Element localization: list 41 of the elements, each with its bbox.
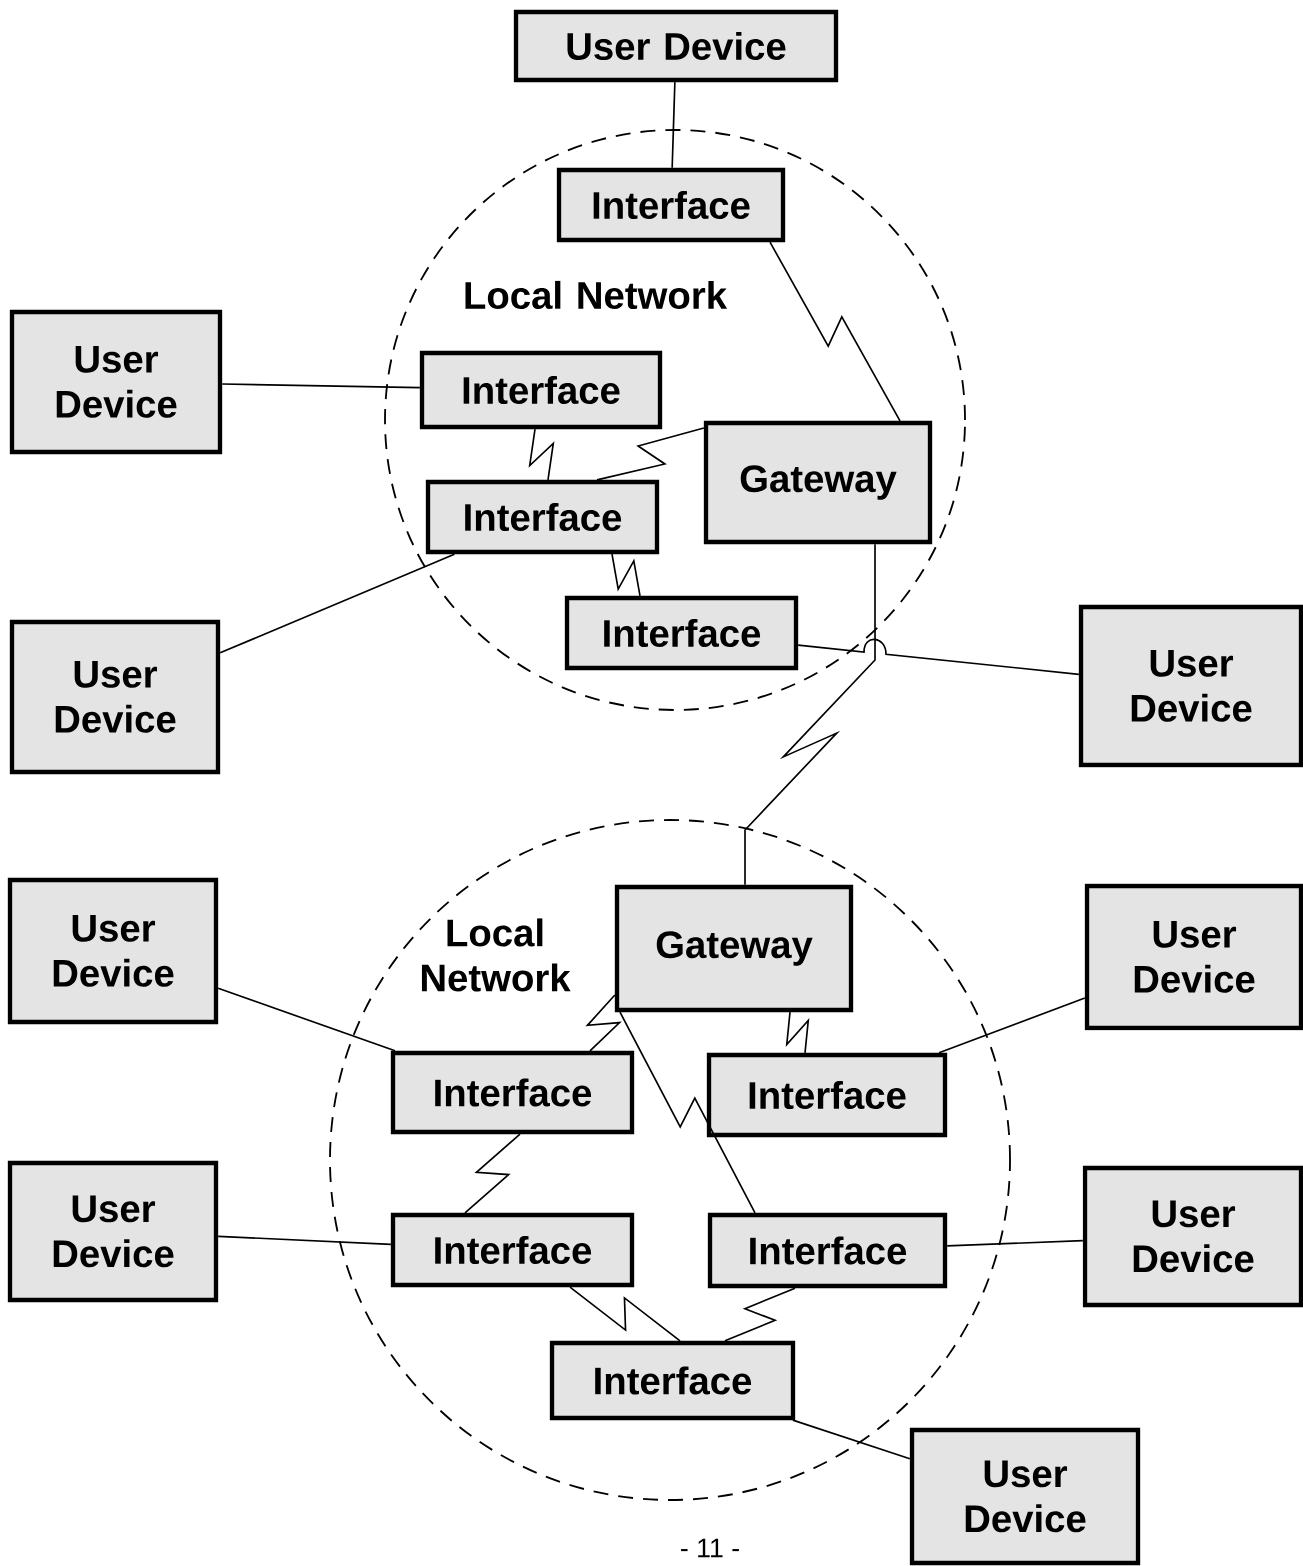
zigzag-link bbox=[596, 427, 705, 481]
device-box: User Device bbox=[9, 619, 221, 775]
interface-box: Interface bbox=[556, 167, 786, 243]
link-line bbox=[219, 553, 456, 654]
zigzag-link bbox=[619, 1011, 756, 1214]
interface-box: Interface bbox=[390, 1050, 635, 1135]
link-line bbox=[938, 997, 1086, 1054]
gateway-box: Gateway bbox=[614, 884, 854, 1013]
device-box: User Device bbox=[7, 1160, 219, 1303]
interface-box: Interface bbox=[425, 479, 660, 555]
device-box: User Device bbox=[1082, 1165, 1303, 1308]
device-box: User Device bbox=[909, 1427, 1141, 1566]
page-number: - 11 - bbox=[681, 1538, 739, 1558]
zigzag-link bbox=[585, 994, 622, 1052]
zigzag-link bbox=[464, 1133, 521, 1214]
link-line bbox=[217, 987, 396, 1052]
zigzag-link bbox=[785, 1011, 810, 1054]
zigzag-link bbox=[724, 1287, 796, 1342]
device-box: User Device bbox=[513, 9, 839, 83]
device-box: User Device bbox=[9, 309, 223, 455]
interface-box: Interface bbox=[707, 1212, 948, 1289]
device-box: User Device bbox=[7, 877, 219, 1025]
link-line bbox=[221, 383, 421, 389]
interface-box: Interface bbox=[564, 595, 799, 671]
device-box: User Device bbox=[1078, 604, 1303, 768]
link-line bbox=[792, 1419, 911, 1460]
zigzag-link bbox=[744, 543, 876, 886]
gateway-box: Gateway bbox=[703, 420, 933, 545]
zigzag-link bbox=[569, 1286, 681, 1342]
link-line bbox=[671, 81, 676, 169]
link-line bbox=[217, 1235, 392, 1246]
interface-box: Interface bbox=[706, 1052, 948, 1138]
interface-box: Interface bbox=[419, 350, 663, 430]
interface-box: Interface bbox=[549, 1340, 796, 1421]
link-line bbox=[797, 638, 1080, 676]
zigzag-link bbox=[528, 428, 555, 481]
device-box: User Device bbox=[1084, 883, 1303, 1031]
zigzag-link bbox=[769, 241, 901, 422]
zigzag-link bbox=[611, 553, 641, 597]
link-line bbox=[946, 1239, 1084, 1247]
interface-box: Interface bbox=[390, 1212, 635, 1288]
